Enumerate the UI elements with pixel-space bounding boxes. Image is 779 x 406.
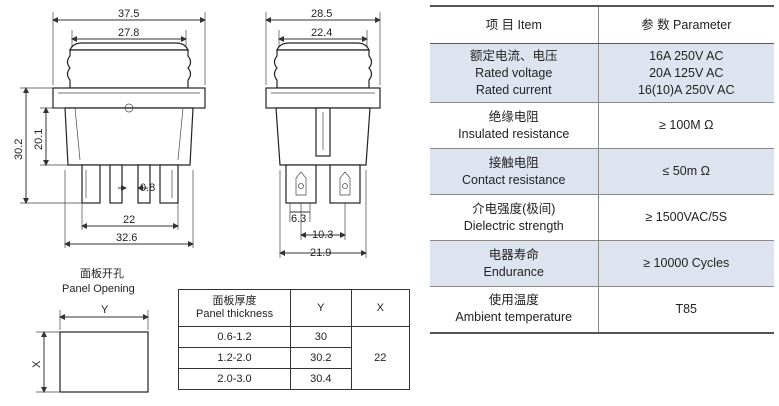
x-header-cell: X: [350, 289, 411, 327]
x-value-cell: 22: [350, 326, 411, 390]
item-cell: 绝缘电阻 Insulated resistance: [430, 102, 599, 149]
item-line: 使用温度: [488, 293, 539, 308]
dim-inner-depth: 22.4: [311, 27, 332, 39]
panel-opening-title-cn: 面板开孔: [80, 266, 124, 280]
item-line: Contact resistance: [461, 172, 566, 187]
value-line: 20A 125V AC: [649, 65, 724, 80]
item-header: 项 目 Item: [430, 6, 599, 44]
item-cell: 使用温度 Ambient temperature: [430, 286, 599, 333]
dim-overall-depth: 28.5: [311, 8, 332, 20]
panel-opening-title-en: Panel Opening: [62, 283, 135, 295]
thickness-header-en: Panel thickness: [196, 308, 274, 320]
technical-drawings: 37.5 27.8 30.2 20.1 0.8: [13, 8, 381, 393]
value-cell: T85: [598, 286, 774, 333]
dim-terminal-pitch: 10.3: [312, 229, 333, 241]
thickness-cell: 0.6-1.2: [177, 326, 292, 348]
item-cell: 接触电阻 Contact resistance: [430, 148, 599, 195]
y-cell: 30: [290, 326, 352, 348]
dim-body-height: 20.1: [33, 129, 45, 150]
parameter-table: 项 目 Item 参 数 Parameter 额定电流、电压 Rated vol…: [430, 5, 774, 334]
thickness-cell: 2.0-3.0: [177, 368, 292, 390]
value-line: 16A 250V AC: [649, 48, 724, 63]
thickness-cell: 1.2-2.0: [177, 347, 292, 369]
item-line: Rated voltage: [475, 65, 553, 80]
item-line: 介电强度(极间): [472, 201, 556, 216]
y-cell: 30.4: [290, 368, 352, 390]
y-header-cell: Y: [290, 289, 352, 327]
item-line: 绝缘电阻: [488, 109, 539, 124]
table-row: 0.6-1.2 30 22: [177, 326, 411, 390]
thickness-table-header: 面板厚度 Panel thickness Y X: [177, 289, 411, 327]
table-row: 1.2-2.0 30.2: [177, 347, 410, 369]
item-line: Rated current: [475, 82, 552, 97]
panel-thickness-table: 面板厚度 Panel thickness Y X 0.6-1.2 30 22 1…: [177, 289, 411, 390]
panel-opening-drawing: 面板开孔 Panel Opening Y X: [31, 266, 149, 393]
item-line: 电器寿命: [488, 247, 539, 262]
dim-terminal-width: 6.3: [291, 213, 306, 225]
item-line: Insulated resistance: [458, 126, 570, 141]
table-row: 使用温度 Ambient temperature T85: [430, 286, 774, 333]
value-cell: ≤ 50m Ω: [598, 148, 774, 195]
side-view-drawing: 28.5 22.4 6.3 10.3 21.9: [265, 8, 381, 259]
item-line: Dielectric strength: [463, 218, 564, 233]
dim-terminal-gap: 0.8: [140, 182, 155, 194]
dim-bottom-depth: 21.9: [310, 247, 331, 259]
dim-total-height: 30.2: [13, 139, 25, 160]
dim-terminal-span: 22: [123, 214, 135, 226]
panel-opening-x-label: X: [31, 360, 43, 368]
thickness-header-cn: 面板厚度: [212, 295, 257, 307]
item-line: Endurance: [483, 264, 544, 279]
item-cell: 电器寿命 Endurance: [430, 240, 599, 287]
dim-inner-width: 27.8: [118, 27, 139, 39]
table-row: 额定电流、电压 Rated voltage Rated current 16A …: [430, 43, 774, 103]
table-row: 绝缘电阻 Insulated resistance ≥ 100M Ω: [430, 102, 774, 149]
panel-opening-y-label: Y: [101, 304, 109, 316]
thickness-header-cell: 面板厚度 Panel thickness: [177, 289, 292, 327]
value-cell: ≥ 100M Ω: [598, 102, 774, 149]
value-line: 16(10)A 250V AC: [637, 82, 735, 97]
item-line: 接触电阻: [488, 155, 539, 170]
table-row: 接触电阻 Contact resistance ≤ 50m Ω: [430, 148, 774, 195]
dim-bottom-width: 32.6: [116, 232, 137, 244]
y-cell: 30.2: [290, 347, 352, 369]
front-view-drawing: 37.5 27.8 30.2 20.1 0.8: [13, 8, 206, 248]
item-line: 额定电流、电压: [469, 48, 558, 63]
table-row: 2.0-3.0 30.4: [177, 368, 410, 390]
item-line: Ambient temperature: [455, 310, 573, 325]
item-cell: 介电强度(极间) Dielectric strength: [430, 194, 599, 241]
panel-opening-rect: [59, 331, 149, 393]
parameter-header: 参 数 Parameter: [598, 6, 774, 44]
dim-overall-width: 37.5: [118, 8, 139, 20]
value-cell: ≥ 1500VAC/5S: [598, 194, 774, 241]
item-cell: 额定电流、电压 Rated voltage Rated current: [430, 43, 599, 103]
value-cell: ≥ 10000 Cycles: [598, 240, 774, 287]
value-cell: 16A 250V AC 20A 125V AC 16(10)A 250V AC: [598, 43, 774, 103]
table-row: 介电强度(极间) Dielectric strength ≥ 1500VAC/5…: [430, 194, 774, 241]
table-row: 电器寿命 Endurance ≥ 10000 Cycles: [430, 240, 774, 287]
parameter-table-header: 项 目 Item 参 数 Parameter: [430, 6, 774, 44]
